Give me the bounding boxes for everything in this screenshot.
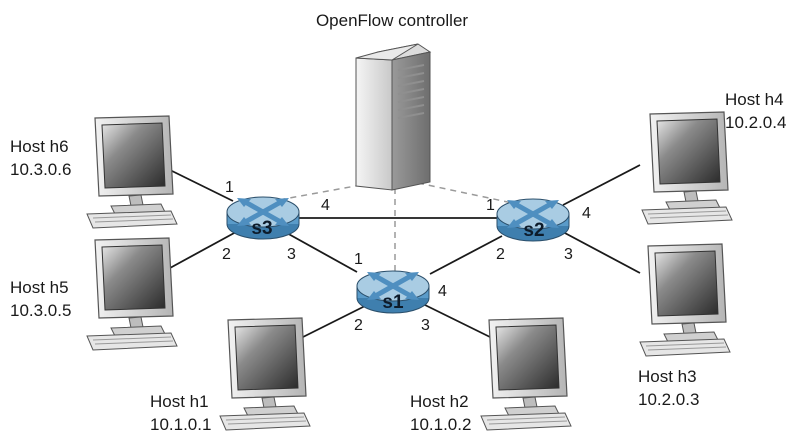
host-ip: 10.1.0.1 [150,415,211,434]
host-h2: Host h2 10.1.0.2 [410,317,572,434]
computer-icon [641,111,733,225]
host-h5: Host h5 10.3.0.5 [10,237,178,351]
controller-label: OpenFlow controller [316,11,468,30]
host-name: Host h2 [410,392,469,411]
host-h6: Host h6 10.3.0.6 [10,115,178,229]
port-label: 2 [354,317,363,334]
computer-icon [480,317,572,431]
host-ip: 10.2.0.3 [638,390,699,409]
computer-icon [86,115,178,229]
host-name: Host h3 [638,367,697,386]
computer-icon [219,317,311,431]
link-s1-h2 [424,304,491,338]
computer-icon [86,237,178,351]
port-label: 3 [287,246,296,263]
port-label: 4 [582,205,591,222]
host-name: Host h6 [10,137,69,156]
link-s1-s2 [429,235,503,275]
switch-label: s2 [523,220,544,241]
port-label: 2 [222,246,231,263]
host-h1: Host h1 10.1.0.1 [150,317,311,434]
host-ip: 10.1.0.2 [410,415,471,434]
port-label: 1 [354,251,363,268]
link-h5-s3 [169,231,237,269]
host-ip: 10.3.0.6 [10,160,71,179]
switch-label: s3 [251,218,272,239]
control-link-s2 [417,182,523,206]
host-h4: Host h4 10.2.0.4 [641,90,786,225]
host-name: Host h1 [150,392,209,411]
link-s2-h4 [562,164,641,206]
control-links [261,182,523,282]
port-label: 3 [564,246,573,263]
host-h3: Host h3 10.2.0.3 [638,243,731,409]
link-s3-s1 [284,231,358,273]
host-name: Host h4 [725,90,784,109]
switch-label: s1 [382,292,404,313]
port-label: 1 [486,197,495,214]
port-labels: 1 2 3 4 1 2 3 4 1 2 3 4 [222,179,591,334]
port-label: 2 [496,246,505,263]
computer-icon [639,243,731,357]
switch-s3: s3 [227,197,299,239]
port-label: 4 [321,197,330,214]
link-s2-h3 [562,231,641,274]
switch-s1: s1 [357,271,429,313]
host-ip: 10.3.0.5 [10,301,71,320]
port-label: 3 [421,317,430,334]
server-icon [355,43,432,191]
openflow-controller: OpenFlow controller [316,11,468,191]
host-name: Host h5 [10,278,69,297]
switch-s2: s2 [497,199,569,241]
port-label: 1 [225,179,234,196]
link-s1-h1 [302,304,368,338]
data-links [169,164,641,338]
port-label: 4 [438,283,447,300]
link-h6-s3 [169,169,234,202]
host-ip: 10.2.0.4 [725,113,786,132]
